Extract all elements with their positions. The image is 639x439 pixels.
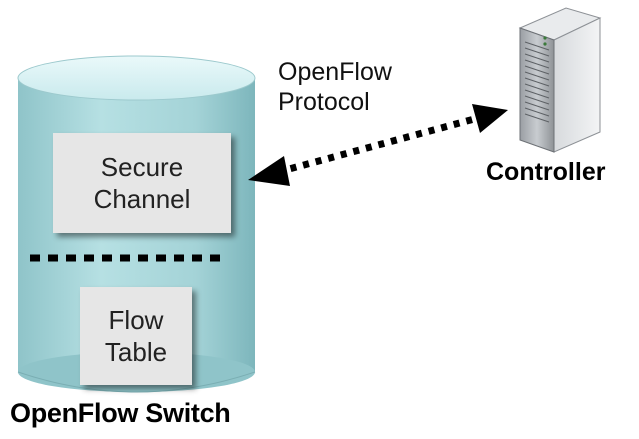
secure-channel-label: Secure Channel <box>53 151 231 215</box>
protocol-label-line-2: Protocol <box>278 88 370 116</box>
arrow-head-left <box>248 156 290 186</box>
flow-table-line-2: Table <box>104 337 168 367</box>
arrow-head-right <box>472 104 508 133</box>
protocol-label-line-1: OpenFlow <box>278 58 392 86</box>
switch-title: OpenFlow Switch <box>10 398 231 428</box>
server-tower-icon <box>518 7 602 153</box>
controller-title: Controller <box>486 158 606 186</box>
protocol-arrow <box>248 104 508 186</box>
protocol-label: OpenFlow Protocol <box>278 57 392 117</box>
secure-channel-line-2: Channel <box>93 184 191 214</box>
flow-table-line-1: Flow <box>108 305 164 335</box>
secure-channel-line-1: Secure <box>100 152 184 182</box>
flow-table-box <box>80 287 192 385</box>
flow-table-label: Flow Table <box>80 304 192 368</box>
secure-channel-box <box>53 133 231 233</box>
